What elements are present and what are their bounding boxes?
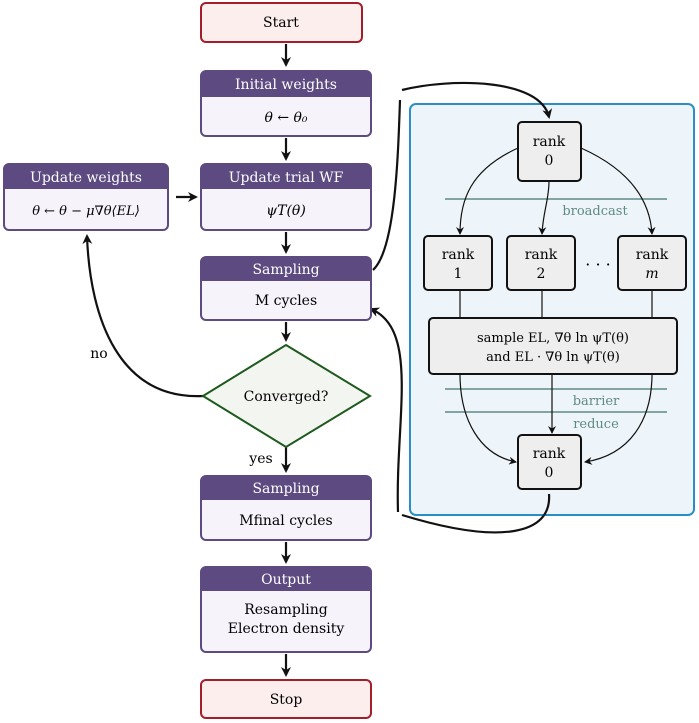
yes-label: yes bbox=[248, 451, 272, 467]
sample-box bbox=[428, 317, 678, 375]
rank-top-id: 0 bbox=[545, 153, 554, 169]
sampling-header bbox=[201, 257, 371, 281]
arrow-sample-to-rank0-left bbox=[459, 373, 517, 465]
arrow-panel-to-sampling-a bbox=[401, 493, 551, 534]
arrow-rank0-to-rank2 bbox=[538, 180, 550, 235]
rank-bottom-box bbox=[517, 434, 582, 490]
arrow-rank0-to-rankm bbox=[580, 147, 656, 235]
rank-2-label: rank bbox=[525, 247, 558, 263]
rank-2-box bbox=[506, 235, 576, 291]
rank-top-box bbox=[517, 121, 582, 182]
sampling-final-header bbox=[201, 476, 371, 500]
update-weights-title: Update weights bbox=[30, 170, 142, 186]
arrow-sampling-to-panel-a bbox=[372, 99, 402, 271]
rank-bottom-label: rank bbox=[533, 446, 566, 462]
sample-line1: sample EL, ∇θ ln ψT(θ) bbox=[477, 331, 629, 346]
start-terminal bbox=[200, 2, 363, 43]
rank-1-box bbox=[423, 235, 493, 291]
rank-bottom-id: 0 bbox=[545, 465, 554, 481]
output-header bbox=[201, 567, 371, 591]
stop-label: Stop bbox=[270, 692, 303, 708]
sampling-body: M cycles bbox=[255, 293, 317, 309]
rank-1-id: 1 bbox=[454, 266, 463, 282]
converged-decision bbox=[201, 343, 372, 449]
update-weights-header bbox=[4, 164, 168, 189]
output-title: Output bbox=[261, 572, 311, 588]
update-trial-title: Update trial WF bbox=[229, 170, 344, 186]
arrow-panel-to-sampling-b bbox=[369, 307, 403, 513]
arrow-rank0-to-rank1 bbox=[456, 147, 519, 235]
initial-weights-title: Initial weights bbox=[235, 77, 337, 93]
converged-label: Converged? bbox=[244, 389, 329, 405]
output-line1: Resampling bbox=[244, 602, 328, 618]
update-trial-body: ψT(θ) bbox=[266, 203, 306, 219]
rank-2-id: 2 bbox=[537, 266, 546, 282]
output-line2: Electron density bbox=[228, 621, 345, 637]
sample-line2: and EL · ∇θ ln ψT(θ) bbox=[486, 350, 620, 365]
arrow-converged-no bbox=[82, 234, 204, 398]
stop-terminal bbox=[200, 679, 372, 719]
sampling-final-title: Sampling bbox=[252, 481, 319, 497]
rank-top-label: rank bbox=[533, 134, 566, 150]
rank-1-label: rank bbox=[442, 247, 475, 263]
arrow-sampling-to-panel-b bbox=[401, 81, 553, 119]
rank-m-label: rank bbox=[636, 247, 669, 263]
rank-m-id: m bbox=[645, 266, 658, 282]
reduce-label: reduce bbox=[573, 417, 619, 432]
initial-weights-header bbox=[201, 71, 371, 97]
rank-m-box bbox=[617, 235, 687, 291]
arrow-sample-to-rank0-right bbox=[584, 373, 653, 465]
barrier-label: barrier bbox=[573, 394, 620, 409]
start-label: Start bbox=[263, 15, 299, 31]
broadcast-label: broadcast bbox=[562, 204, 628, 219]
initial-weights-body: θ ← θ₀ bbox=[264, 110, 307, 126]
rank-ellipsis: · · · bbox=[585, 255, 610, 274]
update-weights-body: θ ← θ − μ∇θ⟨EL⟩ bbox=[32, 204, 140, 219]
sampling-title: Sampling bbox=[252, 262, 319, 278]
update-trial-header bbox=[201, 164, 371, 189]
no-label: no bbox=[90, 346, 107, 362]
sampling-final-body: Mfinal cycles bbox=[239, 513, 333, 529]
